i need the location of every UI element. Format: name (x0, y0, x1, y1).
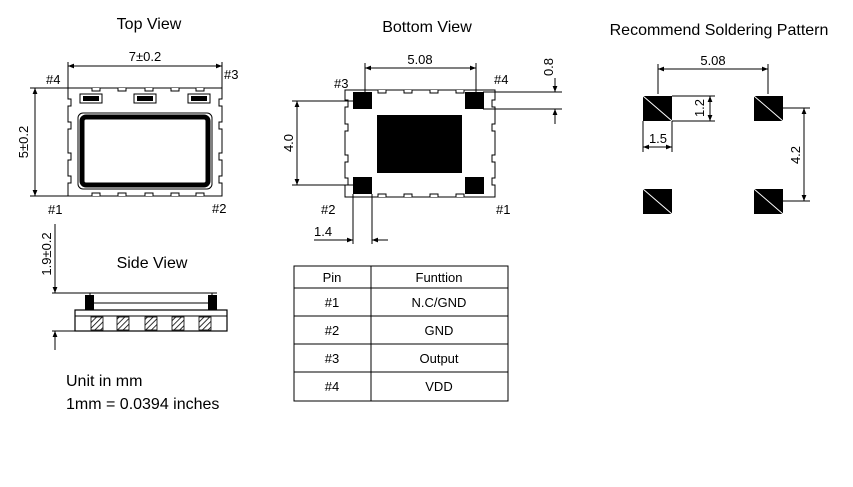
side-lid (89, 292, 213, 304)
bottom-view: Bottom View 5.08 0.8 4.0 1.4 (281, 19, 562, 244)
bottom-body-outline (344, 89, 496, 198)
side-hatched-pads (90, 316, 212, 331)
bottom-pin4-label: #4 (494, 72, 508, 87)
pin-table-cell: Output (419, 351, 458, 366)
bottom-pin2-label: #2 (321, 202, 335, 217)
top-window-frame (79, 114, 211, 188)
side-height-dim: 1.9±0.2 (39, 232, 54, 275)
solder-pads (642, 95, 784, 215)
top-body-outline (67, 87, 223, 197)
bottom-pin1-label: #1 (496, 202, 510, 217)
bottom-height-dim: 4.0 (281, 134, 296, 152)
soldering-pad-height-dim: 1.2 (692, 99, 707, 117)
pin-table-cell: N.C/GND (412, 295, 467, 310)
bottom-pitch-dim: 5.08 (407, 52, 432, 67)
soldering-pad-width-dim: 1.5 (649, 131, 667, 146)
top-pin2-label: #2 (212, 201, 226, 216)
units-line2: 1mm = 0.0394 inches (66, 396, 219, 413)
bottom-view-title: Bottom View (382, 19, 472, 36)
top-small-pads (79, 93, 211, 104)
soldering-pitch-dim: 5.08 (700, 53, 725, 68)
bottom-pad-height-dim: 0.8 (541, 58, 556, 76)
top-view: Top View 7±0.2 5±0.2 #4 #3 (16, 16, 238, 217)
bottom-pad-4 (465, 92, 484, 109)
side-view: Side View 1.9±0.2 (39, 224, 228, 350)
bottom-pad-1 (465, 177, 484, 194)
bottom-center-pad (377, 115, 462, 173)
pin-table-header-pin: Pin (323, 270, 342, 285)
bottom-pad-3 (353, 92, 372, 109)
side-view-title: Side View (117, 255, 188, 272)
bottom-edge-notches (377, 90, 465, 197)
units-note: Unit in mm 1mm = 0.0394 inches (66, 373, 219, 413)
soldering-title: Recommend Soldering Pattern (610, 22, 829, 39)
pin-table-cell: #1 (325, 295, 339, 310)
bottom-pad-width-dim: 1.4 (314, 224, 332, 239)
bottom-pin3-label: #3 (334, 76, 348, 91)
pin-table: Pin Funttion #1 N.C/GND #2 GND #3 Output… (293, 265, 509, 402)
top-pin1-label: #1 (48, 202, 62, 217)
soldering-vertical-pitch-dim: 4.2 (788, 146, 803, 164)
pin-table-cell: VDD (425, 379, 452, 394)
top-pin3-label: #3 (224, 67, 238, 82)
units-line1: Unit in mm (66, 373, 142, 390)
top-width-dim: 7±0.2 (129, 49, 161, 64)
pin-table-cell: GND (425, 323, 454, 338)
top-view-title: Top View (117, 16, 182, 33)
soldering-pattern: Recommend Soldering Pattern 5.08 1.2 1.5 (610, 22, 829, 215)
pin-table-header-function: Funttion (416, 270, 463, 285)
bottom-pad-2 (353, 177, 372, 194)
pin-table-cell: #4 (325, 379, 339, 394)
top-pin4-label: #4 (46, 72, 60, 87)
top-height-dim: 5±0.2 (16, 126, 31, 158)
top-edge-notches (91, 88, 205, 196)
pin-table-cell: #3 (325, 351, 339, 366)
pin-table-cell: #2 (325, 323, 339, 338)
